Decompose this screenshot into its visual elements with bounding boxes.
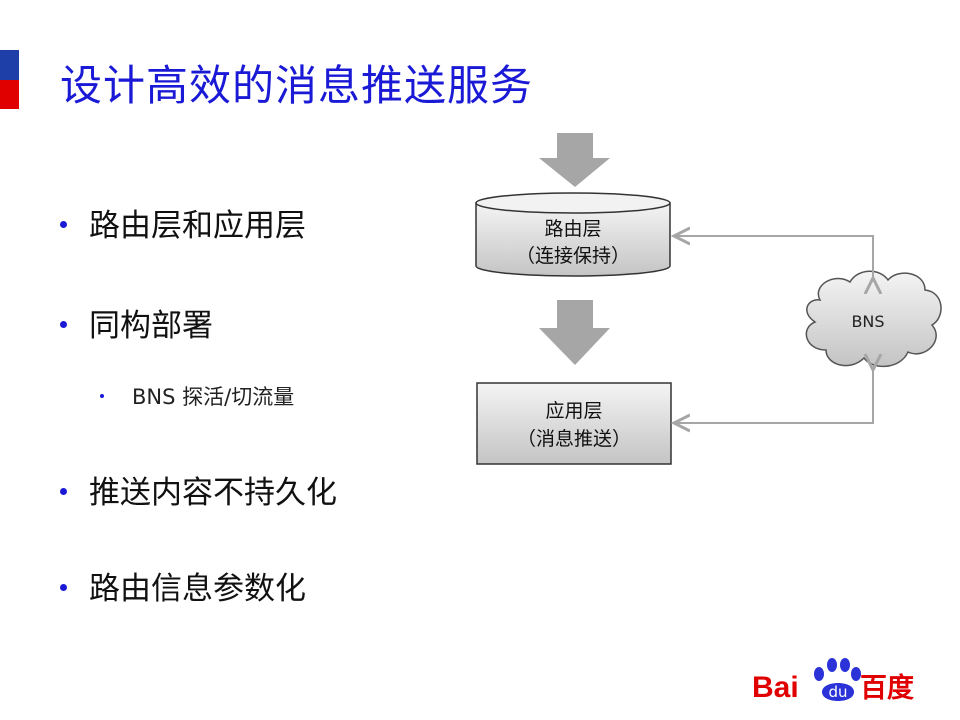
logo-text-right: 百度 [860, 672, 914, 704]
baidu-logo: Bai du 百度 [752, 658, 914, 704]
routing-layer-sublabel: （连接保持） [516, 245, 630, 267]
bullet-text: 路由信息参数化 [89, 571, 306, 607]
bullet-text: 路由层和应用层 [89, 208, 306, 244]
app-layer-label: 应用层 [545, 400, 602, 422]
logo-text-left: Bai [752, 671, 799, 704]
bullet-icon [60, 488, 67, 495]
connector-line [674, 370, 873, 423]
slide-title: 设计高效的消息推送服务 [60, 61, 534, 110]
bullet-text: 同构部署 [89, 308, 213, 344]
connector-line [674, 236, 873, 278]
bullet-icon [60, 321, 67, 328]
bullet-item: 推送内容不持久化 [60, 467, 337, 512]
app-layer-sublabel: （消息推送） [517, 428, 631, 450]
bullet-text: 推送内容不持久化 [89, 475, 337, 511]
bullet-icon [60, 584, 67, 591]
bullet-item: 路由层和应用层 [60, 200, 306, 245]
bullet-item: 同构部署 [60, 300, 213, 345]
accent-bar-blue [0, 50, 19, 80]
bullet-icon [60, 221, 67, 228]
app-layer-box: 应用层 （消息推送） [476, 382, 672, 465]
paw-icon [814, 658, 861, 701]
routing-layer-label: 路由层 [544, 218, 601, 240]
bns-cloud: BNS [805, 270, 942, 367]
bullet-item: 路由信息参数化 [60, 563, 306, 608]
logo-text-paw: du [828, 683, 847, 701]
down-arrow-icon [539, 300, 610, 365]
accent-bar-red [0, 80, 19, 109]
sub-bullet-item: BNS 探活/切流量 [100, 381, 294, 411]
down-arrow-icon [539, 133, 610, 187]
bns-label: BNS [851, 312, 884, 331]
sub-bullet-text: BNS 探活/切流量 [132, 385, 295, 409]
routing-layer-cylinder: 路由层 （连接保持） [475, 192, 671, 277]
bullet-icon [100, 394, 104, 398]
